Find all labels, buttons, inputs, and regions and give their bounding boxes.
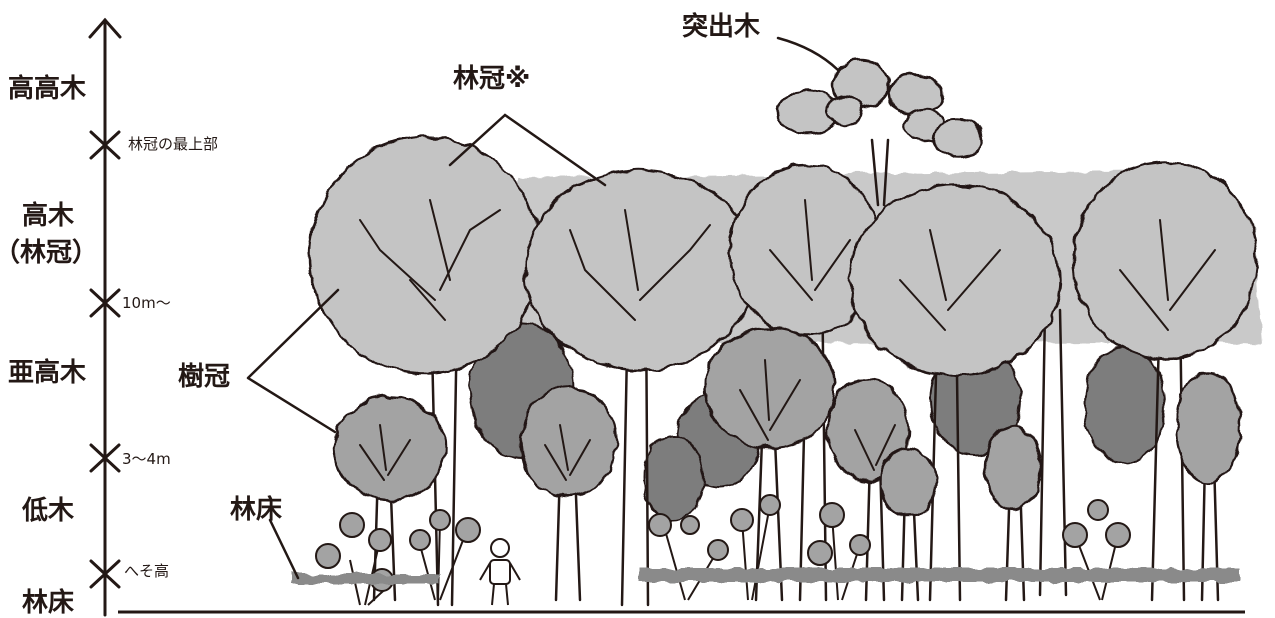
axis-tick-10m (89, 288, 121, 318)
shrubs (315, 494, 1131, 606)
callout-canopy: 林冠※ (453, 64, 531, 94)
callout-crown: 樹冠 (178, 362, 231, 392)
marker-10m: 10m～ (122, 294, 171, 312)
layer-subcanopy: 亜高木 (8, 358, 87, 388)
marker-3-4m: 3～4m (122, 450, 171, 468)
height-axis (88, 17, 122, 617)
crown-canopy-4 (848, 183, 1062, 377)
mid-crowns (332, 326, 1242, 518)
marker-canopy-top: 林冠の最上部 (128, 135, 219, 153)
layer-floor: 林床 (22, 588, 75, 618)
layer-emergent: 高高木 (8, 74, 87, 104)
branches (359, 199, 1216, 481)
callout-forest-floor: 林床 (230, 495, 283, 525)
layer-canopy: 高木 (22, 201, 75, 231)
callout-lines (246, 36, 840, 580)
leader-forest-floor (268, 518, 300, 580)
emergent-tree (776, 59, 984, 158)
callout-emergent-tree: 突出木 (682, 12, 761, 42)
crown-canopy-2 (523, 168, 757, 372)
layer-canopy-paren: （林冠） (0, 238, 99, 268)
axis-tick-navel (89, 559, 121, 589)
canopy-crowns (308, 135, 1259, 377)
axis-tick-canopy-top (89, 130, 121, 160)
person-figure (479, 538, 521, 606)
crown-canopy-1 (308, 135, 542, 375)
axis-tick-3-4m (89, 443, 121, 473)
leader-emergent-tree (776, 36, 840, 72)
marker-navel-height: へそ高 (124, 562, 170, 580)
leader-crown (246, 288, 340, 434)
layer-shrub: 低木 (22, 496, 75, 526)
leader-canopy (448, 113, 607, 187)
forest-floor-vegetation (290, 568, 1240, 584)
